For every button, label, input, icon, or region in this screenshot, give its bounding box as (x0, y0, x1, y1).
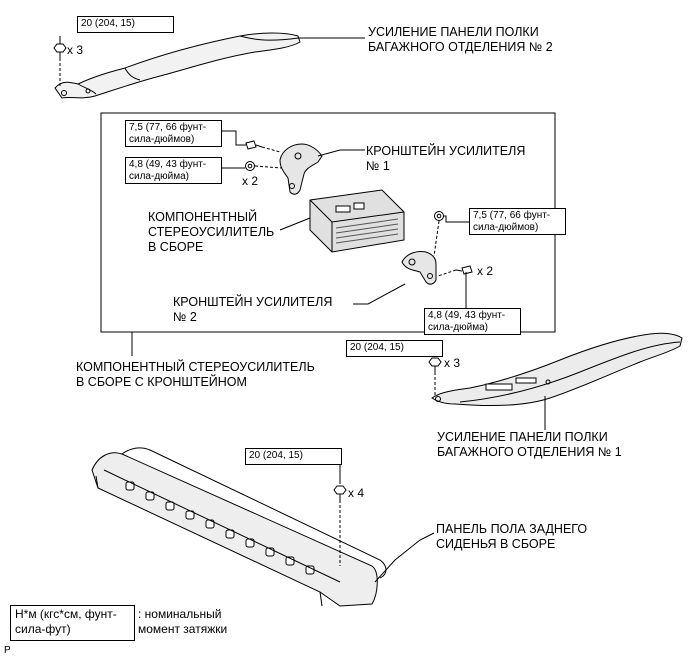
label-component-amplifier: КОМПОНЕНТНЫЙ СТЕРЕОУСИЛИТЕЛЬ В СБОРЕ (148, 210, 275, 254)
label-amplifier-bracket-2: КРОНШТЕЙН УСИЛИТЕЛЯ № 2 (173, 295, 333, 324)
torque-spec-bracket2-nut: 7,5 (77, 66 фунт- сила-дюймов) (469, 208, 566, 235)
reinforcement-panel-2 (54, 32, 301, 99)
label-rear-seat-floor-panel: ПАНЕЛЬ ПОЛА ЗАДНЕГО СИДЕНЬЯ В СБОРЕ (436, 522, 588, 551)
label-reinforcement-panel-1: УСИЛЕНИЕ ПАНЕЛИ ПОЛКИ БАГАЖНОГО ОТДЕЛЕНИ… (437, 430, 622, 459)
quantity-right: x 3 (444, 356, 461, 370)
torque-spec-floor: 20 (204, 15) (245, 448, 342, 465)
component-amplifier (309, 189, 405, 253)
quantity-floor: x 4 (348, 486, 365, 500)
rear-seat-floor-panel (91, 447, 387, 607)
torque-spec-bracket1-screw: 7,5 (77, 66 фунт- сила-дюймов) (125, 120, 222, 147)
reinforcement-panel-1 (431, 332, 683, 407)
torque-spec-bracket2-screw: 4,8 (49, 43 фунт- сила-дюйма) (424, 308, 521, 335)
bolt-icon (53, 43, 67, 58)
legend-description: : номинальный момент затяжки (138, 607, 228, 636)
amplifier-bracket-1 (279, 143, 323, 195)
label-amplifier-with-bracket: КОМПОНЕНТНЫЙ СТЕРЕОУСИЛИТЕЛЬ В СБОРЕ С К… (76, 360, 315, 389)
torque-spec-right: 20 (204, 15) (346, 340, 443, 357)
torque-spec-top: 20 (204, 15) (77, 16, 174, 33)
label-amplifier-bracket-1: КРОНШТЕЙН УСИЛИТЕЛЯ № 1 (366, 144, 526, 173)
legend-unit-box: Н*м (кгс*см, фунт- сила-фут) (10, 605, 135, 641)
bolt-icon (428, 357, 442, 372)
torque-spec-bracket1-nut: 4,8 (49, 43 фунт- сила-дюйма) (125, 157, 222, 184)
quantity-bracket1: x 2 (242, 174, 259, 188)
nut-icon (434, 211, 444, 221)
label-reinforcement-panel-2: УСИЛЕНИЕ ПАНЕЛИ ПОЛКИ БАГАЖНОГО ОТДЕЛЕНИ… (368, 25, 553, 54)
quantity-top: x 3 (67, 43, 84, 57)
quantity-bracket2: x 2 (477, 264, 494, 278)
screw-icon (245, 140, 263, 150)
bolt-icon (333, 485, 347, 500)
amplifier-bracket-2 (401, 251, 437, 285)
screw-icon (455, 265, 473, 275)
corner-mark: P (4, 645, 11, 656)
nut-icon (245, 161, 255, 171)
